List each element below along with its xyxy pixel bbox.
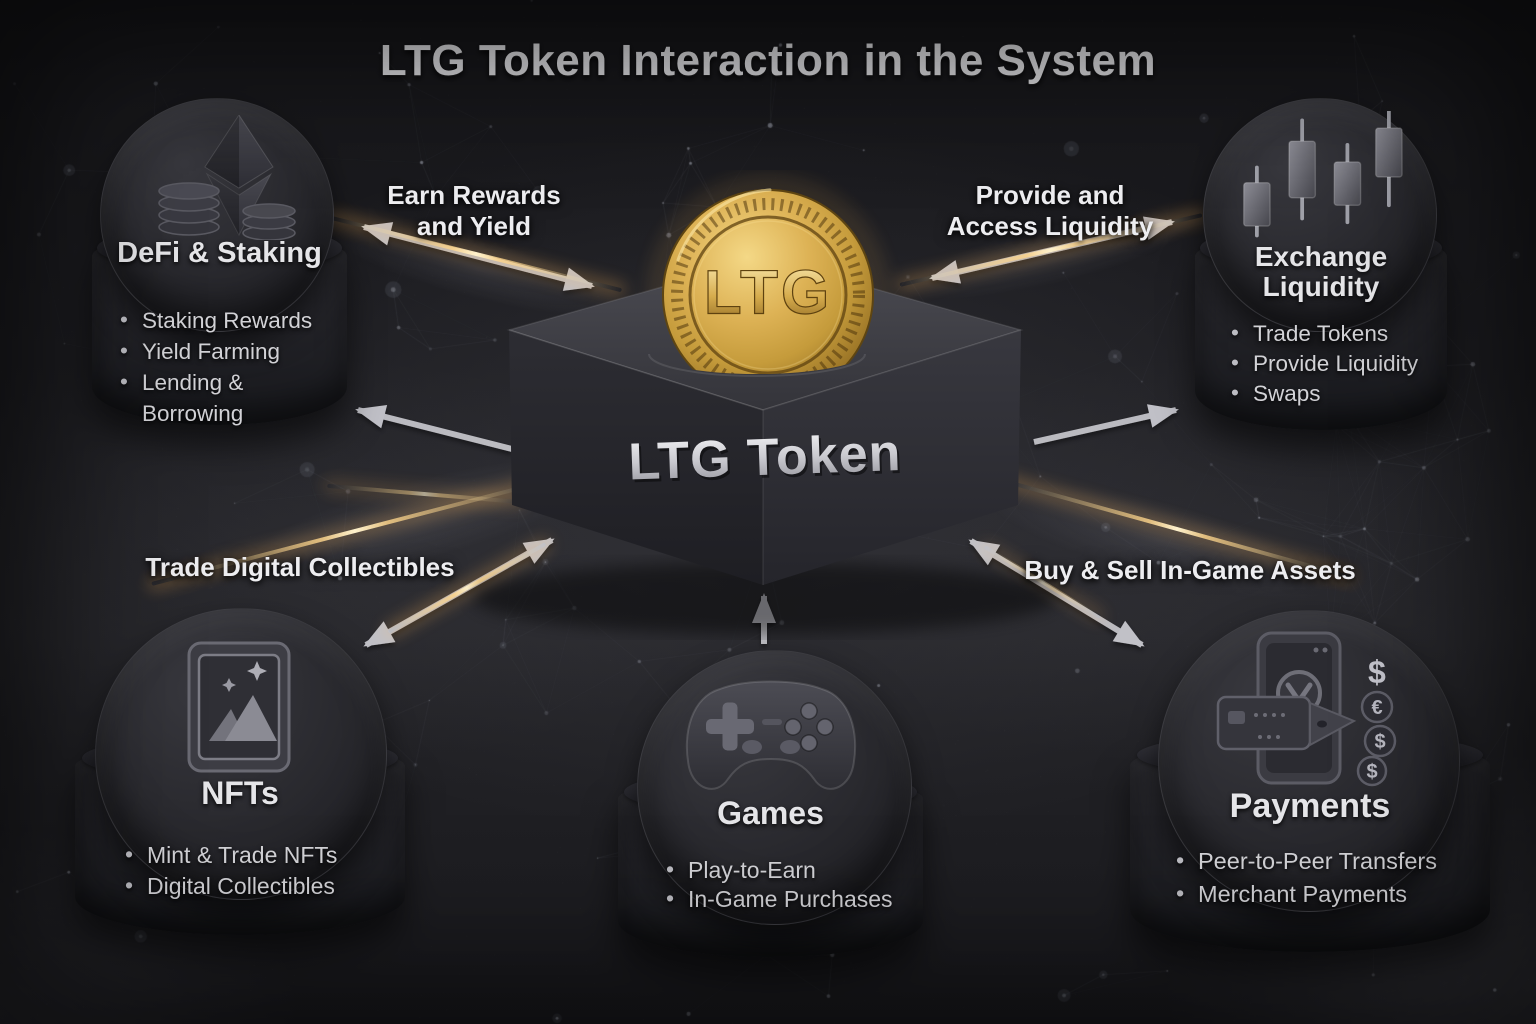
nft-artwork-icon bbox=[187, 641, 291, 773]
label-line: Buy & Sell In-Game Assets bbox=[1024, 555, 1356, 585]
node-payments: $ € $ $ Payments Peer-to-Peer Transfers Me… bbox=[1130, 605, 1490, 955]
box-title-text: LTG Token bbox=[628, 424, 903, 491]
svg-text:€: € bbox=[1371, 697, 1382, 719]
node-nfts: NFTs Mint & Trade NFTs Digital Collectib… bbox=[75, 605, 405, 935]
svg-text:$: $ bbox=[1366, 761, 1377, 783]
ethereum-staking-icon bbox=[158, 115, 296, 240]
exchange-title-line1: Exchange bbox=[1254, 241, 1388, 272]
exchange-title-line2: Liquidity bbox=[1262, 271, 1380, 302]
bullet-item: Provide Liquidity bbox=[1231, 348, 1418, 379]
exchange-bullets: Trade Tokens Provide Liquidity Swaps bbox=[1231, 318, 1418, 409]
page-title: LTG Token Interaction in the System bbox=[379, 36, 1157, 85]
games-bullets: Play-to-Earn In-Game Purchases bbox=[666, 855, 893, 914]
connection-label-trade-collectibles: Trade Digital Collectibles bbox=[130, 552, 470, 583]
connection-label-earn-rewards: Earn Rewards and Yield bbox=[344, 180, 604, 242]
defi-bullets: Staking Rewards Yield Farming Lending & … bbox=[120, 304, 347, 429]
exchange-title: Exchange Liquidity bbox=[1195, 242, 1447, 302]
node-exchange-liquidity: Exchange Liquidity Trade Tokens Provide … bbox=[1195, 95, 1447, 430]
svg-text:$: $ bbox=[1374, 731, 1385, 753]
bullet-item: In-Game Purchases bbox=[666, 884, 893, 914]
bullet-item: Yield Farming bbox=[120, 335, 347, 367]
label-line: Trade Digital Collectibles bbox=[145, 552, 455, 582]
games-title: Games bbox=[717, 795, 824, 831]
label-line: and Yield bbox=[416, 211, 532, 241]
bullet-item: Play-to-Earn bbox=[666, 855, 893, 885]
gamepad-icon bbox=[685, 680, 857, 790]
bullet-item: Digital Collectibles bbox=[125, 870, 337, 902]
defi-title: DeFi & Staking bbox=[117, 237, 322, 269]
node-defi-staking: DeFi & Staking Staking Rewards Yield Far… bbox=[92, 95, 347, 426]
bullet-item: Merchant Payments bbox=[1176, 877, 1437, 911]
box-title: LTG Token LTG Token bbox=[628, 424, 905, 494]
label-line: Provide and bbox=[975, 180, 1125, 210]
nfts-bullets: Mint & Trade NFTs Digital Collectibles bbox=[125, 839, 337, 902]
coin-label-front: LTG bbox=[704, 258, 832, 327]
bullet-item: Swaps bbox=[1231, 378, 1418, 409]
mobile-payment-icon: $ € $ $ bbox=[1216, 631, 1397, 787]
nfts-title: NFTs bbox=[201, 775, 279, 811]
connection-label-provide-liquidity: Provide and Access Liquidity bbox=[915, 180, 1185, 242]
payments-bullets: Peer-to-Peer Transfers Merchant Payments bbox=[1176, 844, 1437, 911]
node-games: Games Play-to-Earn In-Game Purchases bbox=[618, 645, 923, 957]
bullet-item: Peer-to-Peer Transfers bbox=[1176, 844, 1437, 878]
label-line: Earn Rewards bbox=[387, 180, 561, 210]
bullet-item: Mint & Trade NFTs bbox=[125, 839, 337, 871]
payments-title: Payments bbox=[1229, 787, 1391, 825]
label-line: Access Liquidity bbox=[946, 211, 1154, 241]
svg-text:$: $ bbox=[1368, 654, 1386, 690]
connection-label-buy-sell-assets: Buy & Sell In-Game Assets bbox=[1015, 555, 1365, 586]
bullet-item: Staking Rewards bbox=[120, 304, 347, 336]
candlestick-chart-icon bbox=[1242, 111, 1403, 238]
bullet-item: Lending & Borrowing bbox=[120, 366, 347, 429]
bullet-item: Trade Tokens bbox=[1231, 318, 1418, 349]
